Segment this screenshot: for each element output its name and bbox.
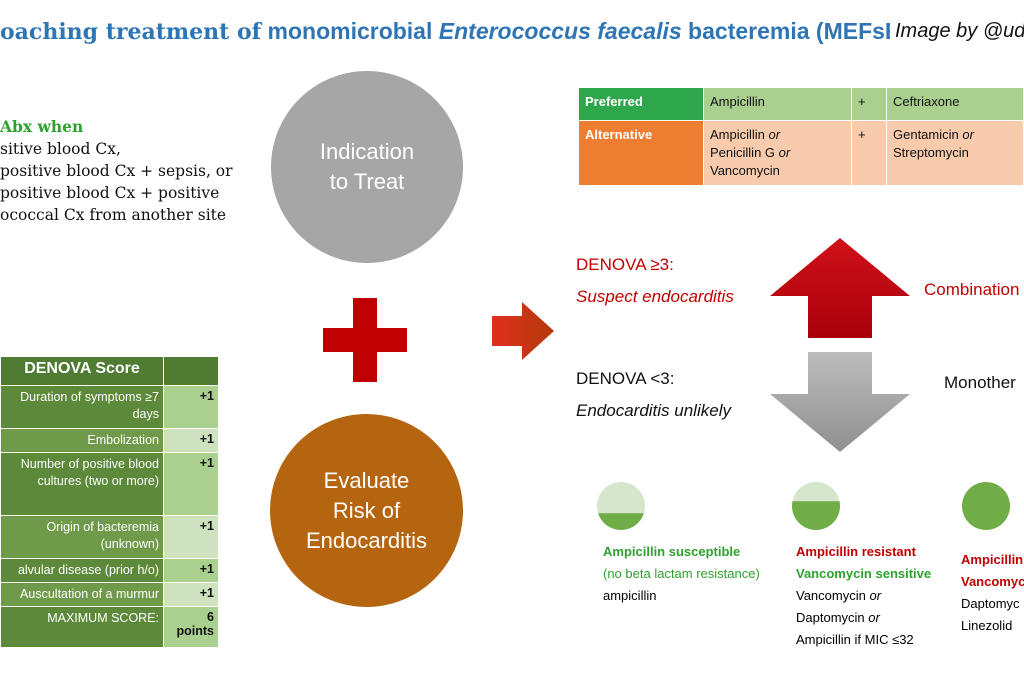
gauge-fill <box>598 513 644 530</box>
circle-text: Evaluate <box>323 467 410 493</box>
abx-heading: Abx when <box>0 117 84 136</box>
plus-sign: + <box>851 87 887 121</box>
image-credit: Image by @ud <box>895 20 1024 42</box>
circle-text: to Treat <box>329 169 405 194</box>
double-resistant-column: Ampicillin Vancomyc Daptomyc Linezolid <box>961 549 1024 637</box>
abx-line: sitive blood Cx, <box>0 140 121 158</box>
table-row: Alternative Ampicillin or Penicillin G o… <box>578 120 1024 186</box>
resistant-gauge-icon <box>792 482 840 530</box>
table-row: Embolization +1 <box>0 428 219 453</box>
criterion: Origin of bacteremia (unknown) <box>0 515 164 559</box>
criterion: Auscultation of a murmur <box>0 582 164 607</box>
double-resistant-gauge-icon <box>962 482 1010 530</box>
abx-line: positive blood Cx + sepsis, or <box>0 162 233 180</box>
criterion: Duration of symptoms ≥7 days <box>0 385 164 429</box>
resistant-drug: Daptomycin or <box>796 610 880 625</box>
double-resistant-drug: Daptomyc <box>961 596 1020 611</box>
points: +1 <box>163 452 219 516</box>
susceptible-drug: ampicillin <box>603 588 657 603</box>
table-row: Auscultation of a murmur +1 <box>0 582 219 607</box>
drug1: Ampicillin or Penicillin G or Vancomycin <box>703 120 852 186</box>
drug2: Gentamicin or Streptomycin <box>886 120 1024 186</box>
abx-indications: Abx when sitive blood Cx, positive blood… <box>0 116 233 226</box>
up-arrow-icon <box>770 238 910 338</box>
denova-header-blank <box>163 356 219 386</box>
susceptible-gauge-icon <box>597 482 645 530</box>
table-row: MAXIMUM SCORE: 6 points <box>0 606 219 648</box>
drug2: Ceftriaxone <box>886 87 1024 121</box>
vanc-sensitive-heading: Vancomycin sensitive <box>796 566 932 581</box>
gauge-fill <box>962 482 1010 530</box>
drug1: Ampicillin <box>703 87 852 121</box>
resistant-column: Ampicillin resistant Vancomycin sensitiv… <box>796 541 931 651</box>
resistant-drug: Vancomycin or <box>796 588 882 603</box>
points: +1 <box>163 558 219 583</box>
double-resistant-heading: Ampicillin <box>961 552 1024 567</box>
page-title: oaching treatment of monomicrobial Enter… <box>0 18 890 45</box>
combination-label: Combination <box>924 280 1020 299</box>
criterion: Number of positive blood cultures (two o… <box>0 452 164 516</box>
denova-low-label: DENOVA <3: <box>576 369 675 388</box>
denova-header: DENOVA Score <box>0 356 164 386</box>
regimen-label: Preferred <box>578 87 704 121</box>
susceptible-heading: Ampicillin susceptible <box>603 544 741 559</box>
regimen-label: Alternative <box>578 120 704 186</box>
endocarditis-unlikely-label: Endocarditis unlikely <box>576 401 731 420</box>
plus-icon <box>323 298 407 382</box>
table-row: Duration of symptoms ≥7 days +1 <box>0 385 219 429</box>
abx-line: ococcal Cx from another site <box>0 206 227 224</box>
regimen-table: Preferred Ampicillin + Ceftriaxone Alter… <box>578 87 1024 186</box>
denova-header-row: DENOVA Score <box>0 356 219 386</box>
down-arrow-icon <box>770 352 910 452</box>
points: 6 points <box>163 606 219 648</box>
resistant-heading: Ampicillin resistant <box>796 544 916 559</box>
points: +1 <box>163 385 219 429</box>
table-row: Preferred Ampicillin + Ceftriaxone <box>578 87 1024 121</box>
plus-sign: + <box>851 120 887 186</box>
circle-text: Indication <box>319 139 415 164</box>
susceptible-note: (no beta lactam resistance) <box>603 566 760 581</box>
indication-to-treat-circle: Indication to Treat <box>271 71 463 263</box>
susceptible-column: Ampicillin susceptible (no beta lactam r… <box>603 541 760 607</box>
criterion: MAXIMUM SCORE: <box>0 606 164 648</box>
abx-line: positive blood Cx + positive <box>0 184 220 202</box>
resistant-drug: Ampicillin if MIC ≤32 <box>796 632 914 647</box>
points: +1 <box>163 515 219 559</box>
criterion: Embolization <box>0 428 164 453</box>
circle-text: Endocarditis <box>305 527 428 553</box>
suspect-endocarditis-label: Suspect endocarditis <box>576 287 734 306</box>
gauge-fill <box>792 501 840 530</box>
points: +1 <box>163 428 219 453</box>
monotherapy-label: Monother <box>944 373 1016 392</box>
vanc-resistant-heading: Vancomyc <box>961 574 1024 589</box>
table-row: Number of positive blood cultures (two o… <box>0 452 219 516</box>
criterion: alvular disease (prior h/o) <box>0 558 164 583</box>
right-arrow-icon <box>492 302 554 360</box>
double-resistant-drug: Linezolid <box>961 618 1013 633</box>
table-row: alvular disease (prior h/o) +1 <box>0 558 219 583</box>
table-row: Origin of bacteremia (unknown) +1 <box>0 515 219 559</box>
circle-text: Risk of <box>332 497 401 523</box>
points: +1 <box>163 582 219 607</box>
denova-score-table: DENOVA Score Duration of symptoms ≥7 day… <box>0 356 219 648</box>
denova-high-label: DENOVA ≥3: <box>576 255 674 274</box>
